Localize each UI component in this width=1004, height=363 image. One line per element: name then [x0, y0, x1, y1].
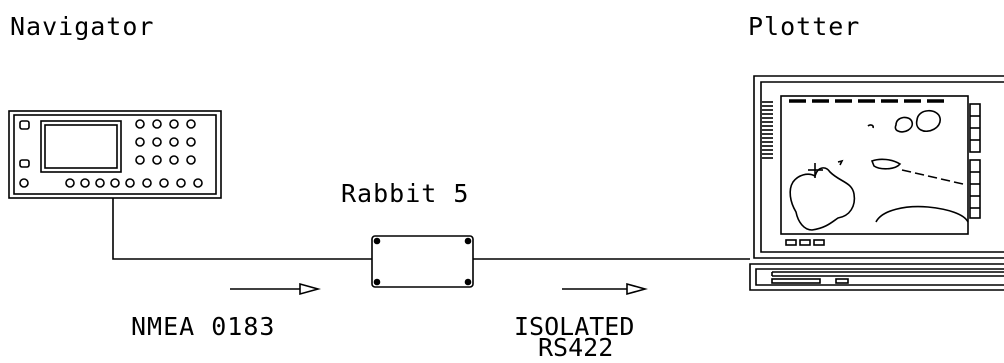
output-signal-label-line2: RS422: [538, 333, 614, 362]
rabbit-5-device-icon: [371, 235, 474, 288]
output-signal-label-line1: ISOLATED: [514, 312, 635, 341]
plotter-label: Plotter: [748, 12, 861, 41]
input-arrow-icon: [230, 282, 321, 296]
output-arrow-icon: [562, 282, 648, 296]
plotter-device-icon: [749, 75, 1004, 291]
device-label: Rabbit 5: [341, 179, 470, 208]
nmea-cable: [112, 198, 372, 260]
input-signal-label: NMEA 0183: [131, 312, 276, 341]
navigator-label: Navigator: [10, 12, 155, 41]
navigator-device-icon: [8, 110, 222, 199]
